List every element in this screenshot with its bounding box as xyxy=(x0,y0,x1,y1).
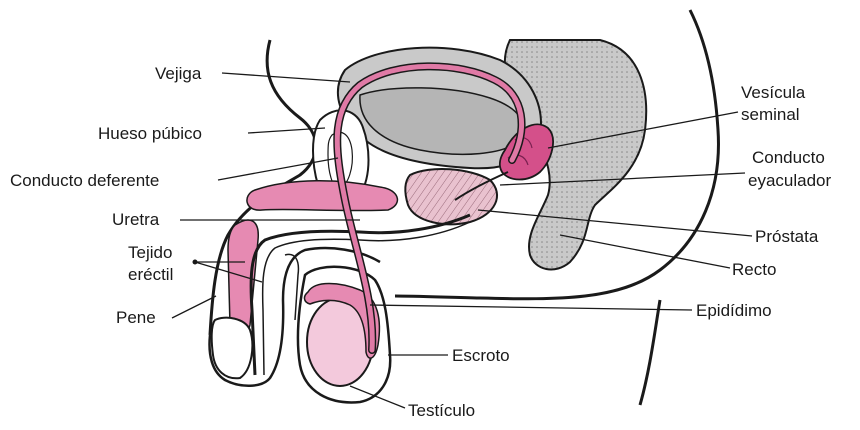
leg-outline xyxy=(640,300,660,405)
leader-pene xyxy=(172,296,216,318)
label-testiculo: Testículo xyxy=(408,401,475,420)
label-epididimo: Epidídimo xyxy=(696,301,772,320)
leader-recto xyxy=(560,235,730,268)
label-vesicula-seminal-2: seminal xyxy=(741,105,800,124)
leader-epididimo xyxy=(370,305,692,310)
tejido-dot xyxy=(193,260,198,265)
leader-prostata xyxy=(478,210,752,236)
label-tejido-erectil-2: eréctil xyxy=(128,265,173,284)
label-conducto-eyaculador-2: eyaculador xyxy=(748,171,832,190)
label-conducto-deferente: Conducto deferente xyxy=(10,171,159,190)
prostate xyxy=(405,169,497,224)
label-recto: Recto xyxy=(732,260,776,279)
label-prostata: Próstata xyxy=(755,227,819,246)
label-tejido-erectil-1: Tejido xyxy=(128,243,172,262)
penis-shaft-line xyxy=(285,254,298,320)
label-escroto: Escroto xyxy=(452,346,510,365)
label-conducto-eyaculador-1: Conducto xyxy=(752,148,825,167)
glans xyxy=(212,318,253,379)
erectile-tissue-upper xyxy=(247,181,398,211)
label-pene: Pene xyxy=(116,308,156,327)
label-vejiga: Vejiga xyxy=(155,64,202,83)
leader-vejiga xyxy=(222,73,350,82)
label-vesicula-seminal-1: Vesícula xyxy=(741,83,806,102)
label-uretra: Uretra xyxy=(112,210,160,229)
label-hueso-pubico: Hueso púbico xyxy=(98,124,202,143)
